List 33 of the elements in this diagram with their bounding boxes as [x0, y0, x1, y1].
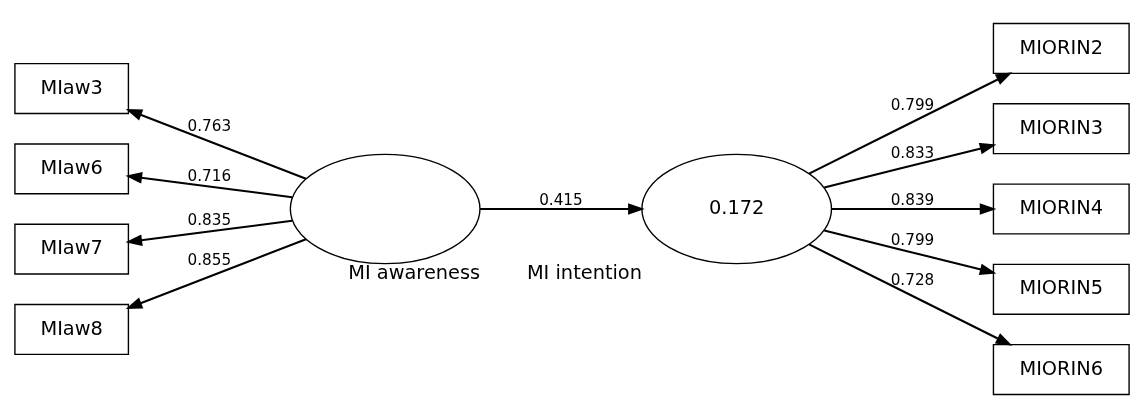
node-box: MIaw3 [14, 62, 130, 114]
edge-label: 0.839 [890, 190, 935, 209]
edge-label: 0.728 [890, 270, 935, 289]
node-label: MI awareness [348, 260, 481, 284]
node-ellipse: 0.172 [641, 153, 833, 264]
node-ellipse [289, 153, 481, 264]
node-box: MIORIN3 [992, 102, 1130, 154]
edge-label: 0.415 [539, 190, 583, 209]
arrow [808, 71, 1013, 174]
node-box: MIaw6 [14, 142, 130, 194]
node-box: MIORIN2 [992, 22, 1130, 74]
arrow [824, 229, 997, 275]
arrow [125, 108, 307, 180]
arrow [125, 219, 293, 246]
arrow [480, 202, 645, 215]
arrow [831, 202, 997, 215]
arrow [808, 243, 1013, 346]
edge-label: 0.716 [187, 166, 232, 185]
node-box: MIaw8 [14, 303, 130, 355]
node-box: MIaw7 [14, 223, 130, 275]
edge-label: 0.833 [890, 143, 935, 162]
edge-label: 0.763 [187, 116, 232, 135]
edge-label: 0.799 [890, 230, 935, 249]
arrow [125, 171, 293, 198]
node-box: MIORIN4 [992, 182, 1130, 235]
edge-label: 0.835 [187, 210, 232, 229]
node-box: MIORIN5 [992, 263, 1130, 315]
node-label: MI intention [526, 260, 642, 284]
arrow [125, 237, 307, 309]
arrow [824, 142, 997, 188]
edge-label: 0.855 [187, 250, 232, 269]
edge-label: 0.799 [890, 95, 935, 114]
node-box: MIORIN6 [992, 343, 1130, 395]
